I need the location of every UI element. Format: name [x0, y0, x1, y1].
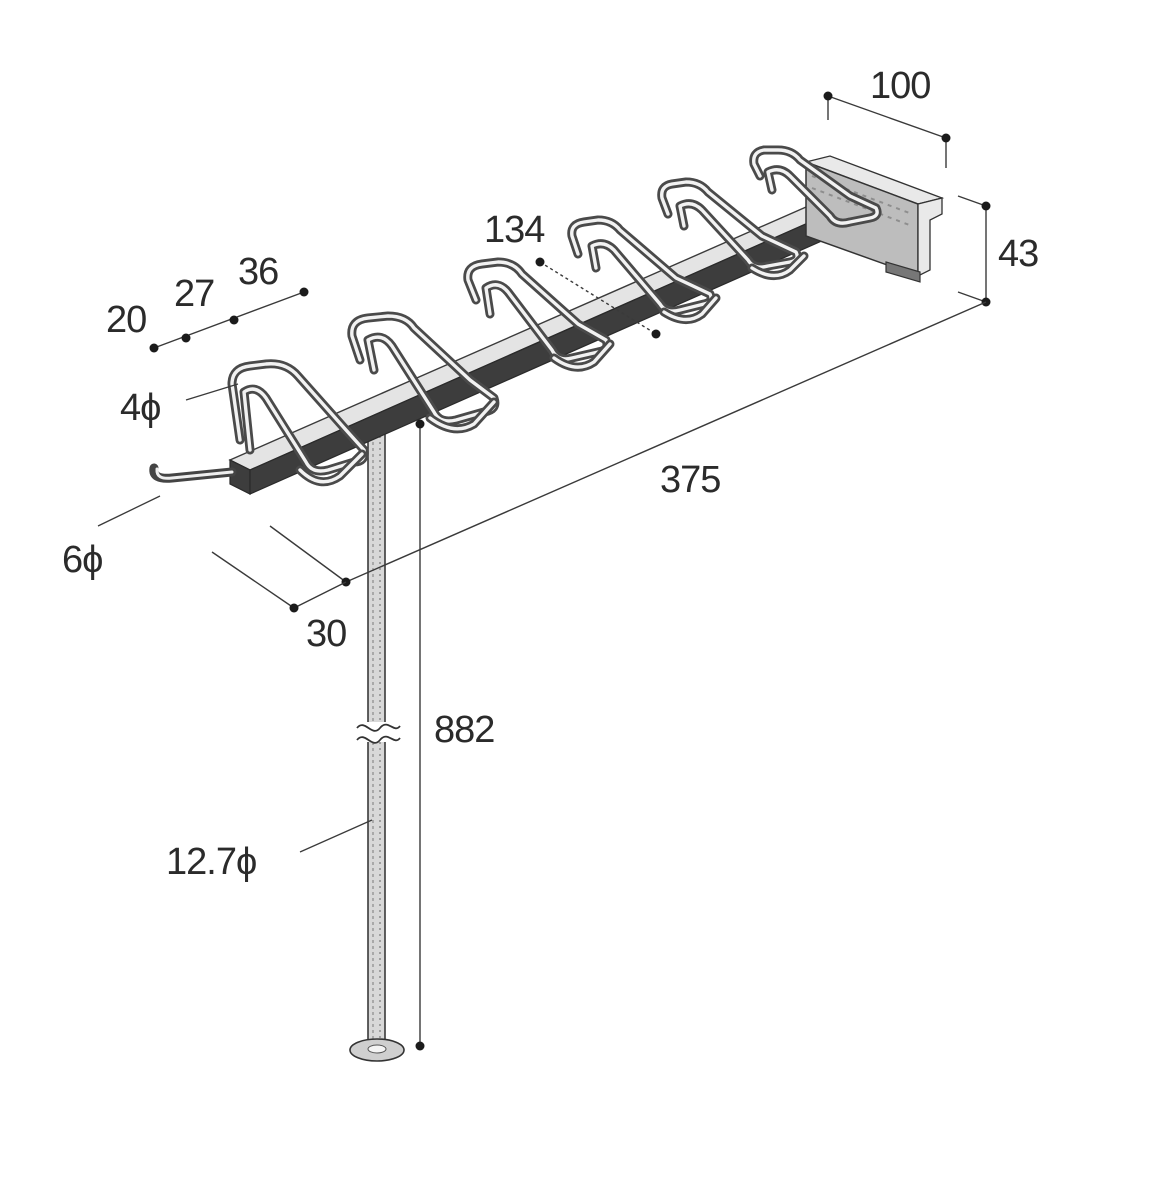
- hook-6: [749, 145, 882, 228]
- hook-1: [227, 359, 369, 487]
- label-end-wire-diameter: 6ϕ: [62, 539, 102, 581]
- dim-pole-height: [415, 419, 425, 1051]
- hook-5: [657, 177, 809, 280]
- dim-tip-spacing: [149, 287, 309, 353]
- label-hook-wire-diameter: 4ϕ: [120, 387, 160, 429]
- hook-4: [567, 215, 721, 324]
- label-front-offset: 30: [306, 613, 346, 655]
- dim-bracket-height: [957, 195, 991, 307]
- leader-pole-diameter: [299, 819, 373, 853]
- leader-end-wire: [97, 495, 161, 527]
- hook-3: [463, 257, 615, 372]
- label-tip-spacing-b: 27: [174, 273, 214, 315]
- dim-front-offset: [211, 551, 347, 613]
- label-arm-length: 375: [660, 459, 720, 501]
- dim-arm-length: [269, 301, 987, 587]
- dim-hook-pitch: [535, 257, 661, 339]
- label-bracket-height: 43: [998, 233, 1038, 275]
- dim-bracket-width: [823, 91, 951, 168]
- leader-hook-wire: [185, 383, 239, 401]
- hook-2: [347, 311, 500, 434]
- label-tip-spacing-c: 36: [238, 251, 278, 293]
- support-pole: [349, 427, 405, 1062]
- label-bracket-width: 100: [870, 65, 930, 107]
- label-pole-height: 882: [434, 709, 494, 751]
- label-pole-diameter: 12.7ϕ: [166, 841, 256, 883]
- label-hook-pitch: 134: [484, 209, 545, 251]
- label-tip-spacing-a: 20: [106, 299, 146, 341]
